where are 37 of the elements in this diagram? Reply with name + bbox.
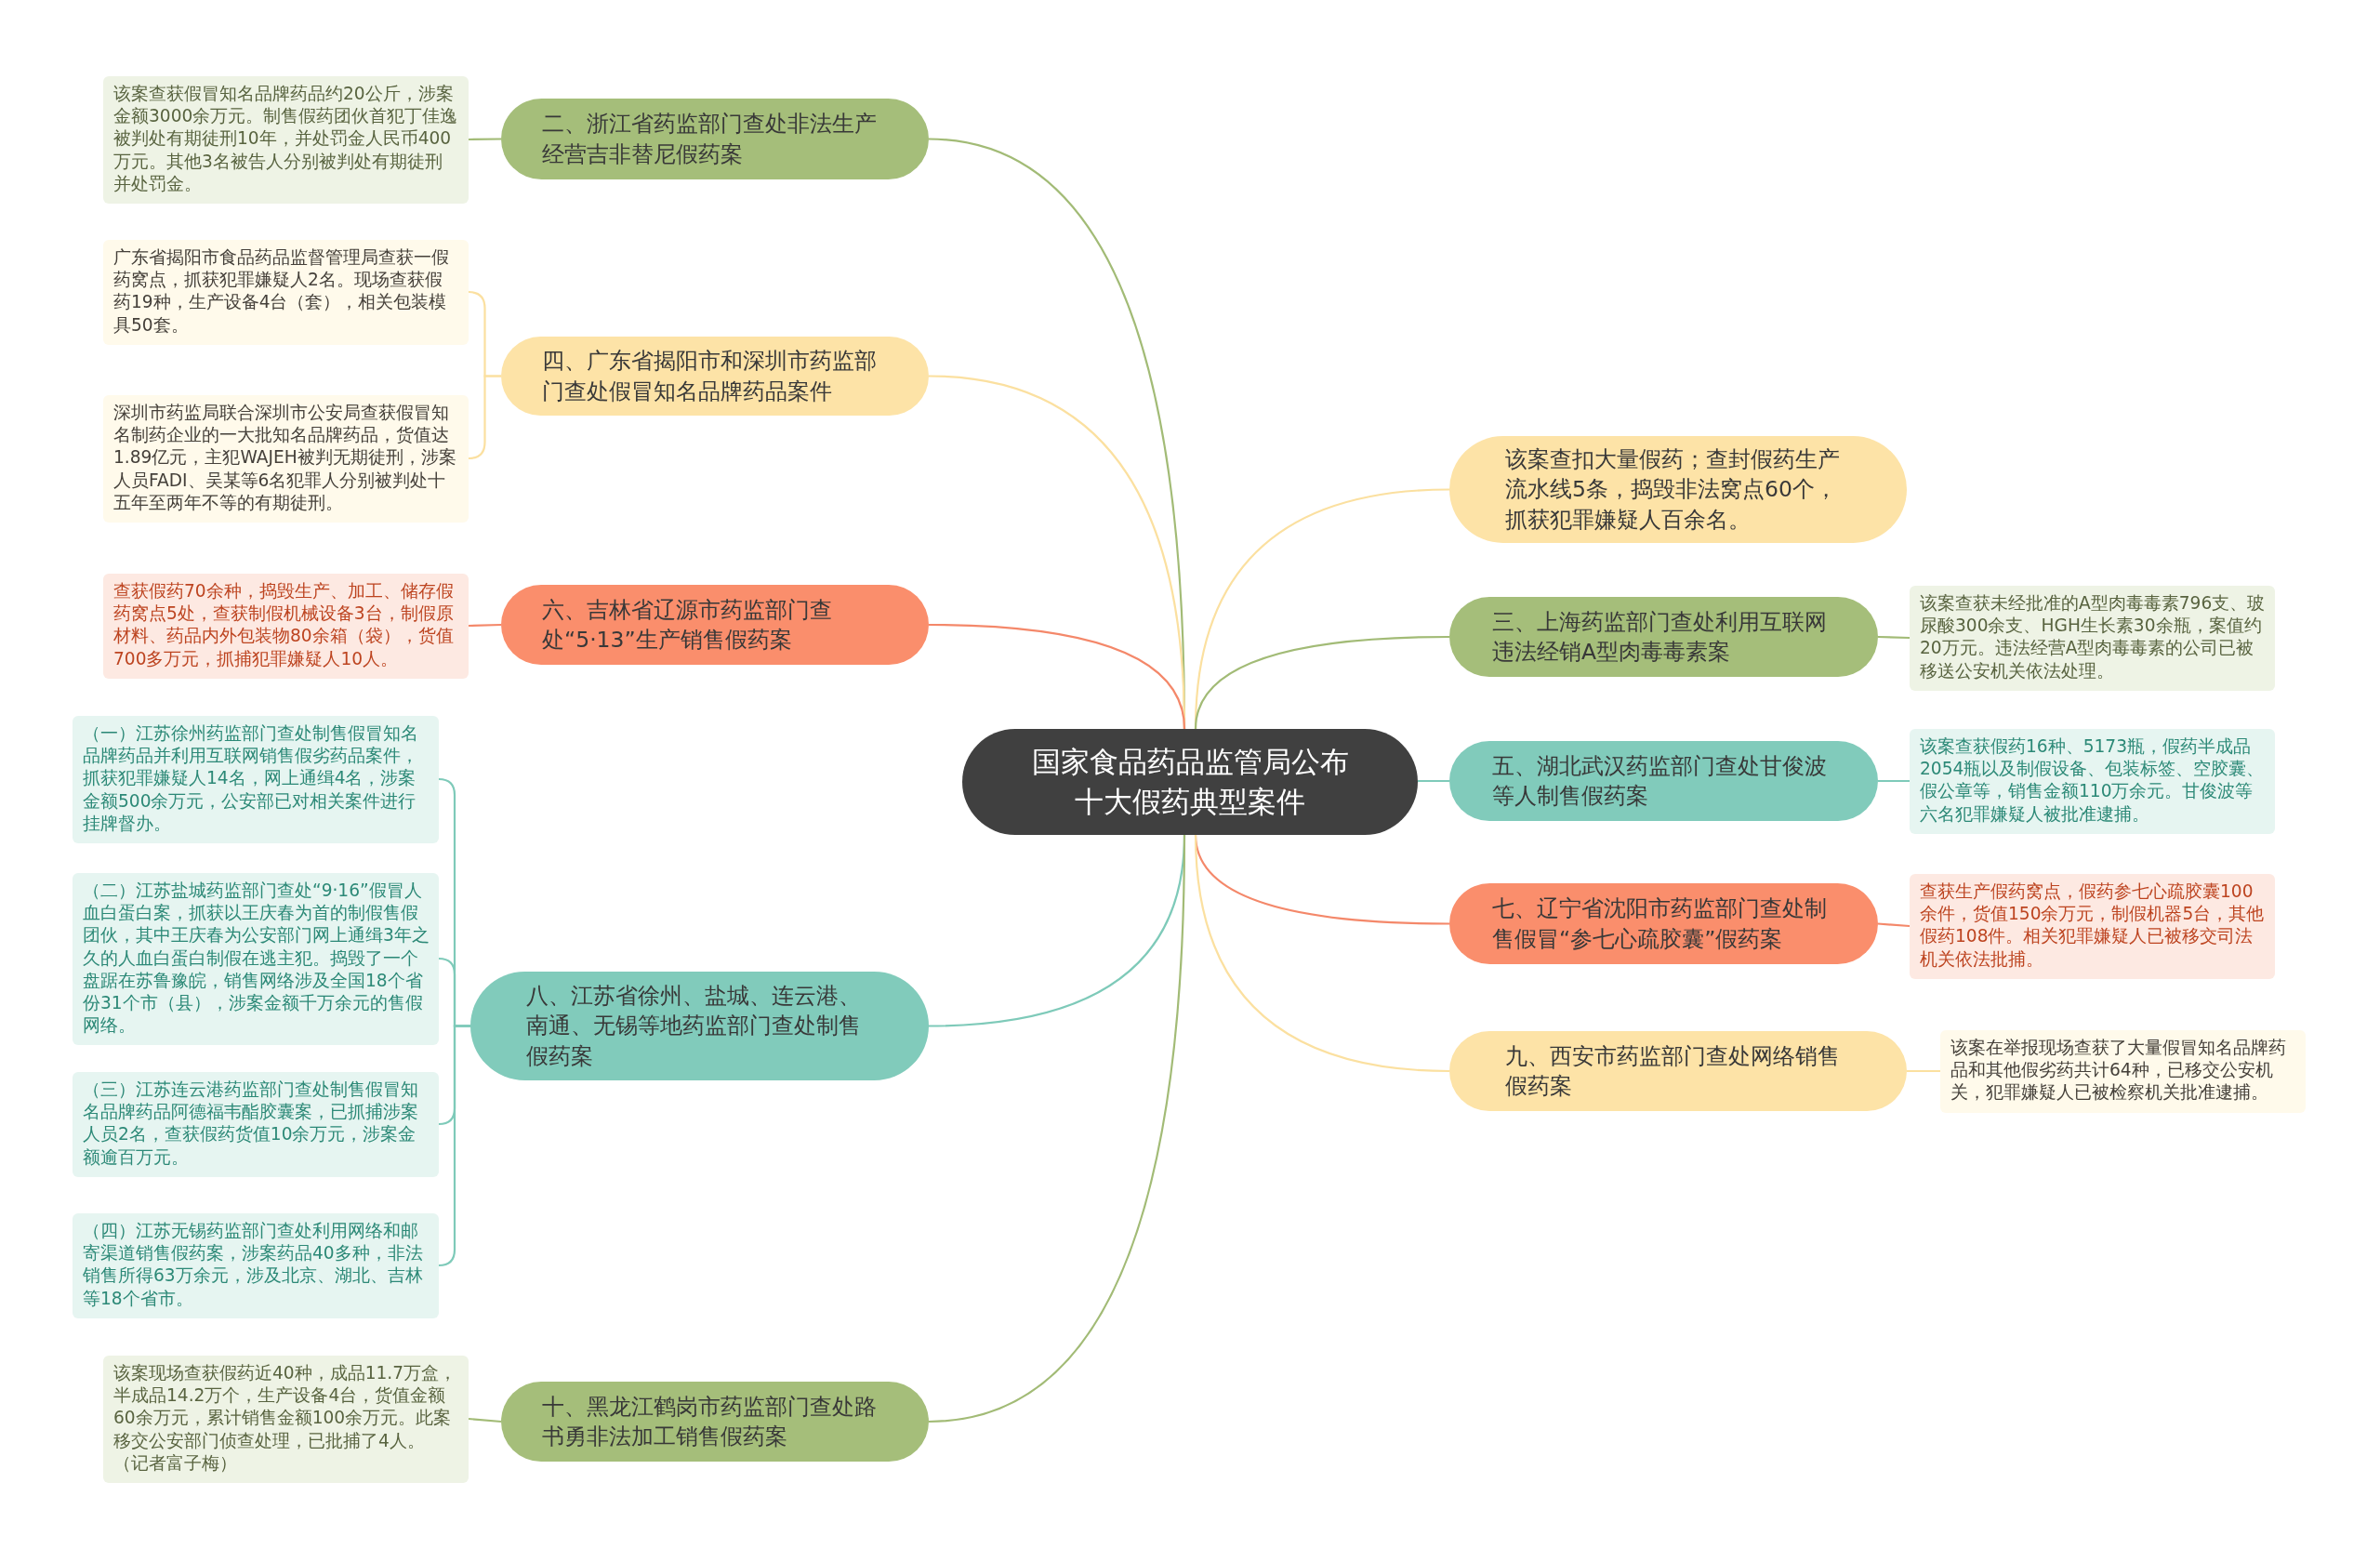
connector-line [1418,779,1449,783]
topic-box: 四、广东省揭阳市和深圳市药监部门查处假冒知名品牌药品案件 [501,337,929,416]
connector-line [1194,834,1450,1073]
note-box: （二）江苏盐城药监部门查处“9·16”假冒人血白蛋白案，抓获以王庆春为首的制假售假团伙，其中王庆春为公安部门网上通缉3年之久的人血白蛋白制假在逃主犯。捣毁了一个盘踞在苏鲁豫皖，销售网络涉及全国18个省份31个市（县），涉案金额千万余元的售假网络。 [73,873,439,1046]
topic-box: 六、吉林省辽源市药监部门查处“5·13”生产销售假药案 [501,585,929,665]
note-box: 该案查获假冒知名品牌药品约20公斤，涉案金额3000余万元。制售假药团伙首犯丁佳逸被判处有期徒刑10年，并处罚金人民币400万元。其他3名被告人分别被判处有期徒刑并处罚金。 [103,76,469,204]
connector-line [438,1025,470,1267]
connector-line [929,623,1186,730]
connector-line [928,834,1186,1423]
note-box: （三）江苏连云港药监部门查处制售假冒知名品牌药品阿德福韦酯胶囊案，已抓捕涉案人员2名，查获假药货值10余万元，涉案金额逾百万元。 [73,1072,439,1177]
central-topic-box: 国家食品药品监管局公布十大假药典型案件 [962,729,1418,835]
note-box: 该案查获假药16种、5173瓶，假药半成品2054瓶以及制假设备、包装标签、空胶囊、假公章等，销售金额110万余元。甘俊波等六名犯罪嫌疑人被批准逮捕。 [1910,729,2275,834]
note-box: 查获生产假药窝点，假药参七心疏胶囊100余件，货值150余万元，制假机器5台，其他假药108件。相关犯罪嫌疑人已被移交司法机关依法批捕。 [1910,874,2275,979]
note-box: （四）江苏无锡药监部门查处利用网络和邮寄渠道销售假药案，涉案药品40多种，非法销售所得63万余元，涉及北京、湖北、吉林等18个省市。 [73,1213,439,1318]
topic-box: 二、浙江省药监部门查处非法生产经营吉非替尼假药案 [501,99,929,179]
note-box: 查获假药70余种，捣毁生产、加工、储存假药窝点5处，查获制假机械设备3台，制假原材料、药品内外包装物80余箱（袋），货值700多万元，抓捕犯罪嫌疑人10人。 [103,574,469,679]
topic-box: 十、黑龙江鹤岗市药监部门查处路书勇非法加工销售假药案 [501,1382,929,1462]
connector-line [1878,779,1910,783]
topic-box: 九、西安市药监部门查处网络销售假药案 [1449,1031,1907,1111]
note-box: 深圳市药监局联合深圳市公安局查获假冒知名制药企业的一大批知名品牌药品，货值达1.89亿元，主犯WAJEH被判无期徒刑，涉案人员FADI、吴某等6名犯罪人分别被判处十五年至两年不等的有期徒刑。 [103,395,469,523]
topic-box: 八、江苏省徐州、盐城、连云港、南通、无锡等地药监部门查处制售假药案 [470,972,929,1080]
note-box: 该案查获未经批准的A型肉毒毒素796支、玻尿酸300余支、HGH生长素30余瓶，案值约20万元。违法经营A型肉毒毒素的公司已被移送公安机关依法处理。 [1910,586,2275,691]
connector-line [468,623,502,628]
note-box: 该案在举报现场查获了大量假冒知名品牌药品和其他假劣药共计64种，已移交公安机关，犯罪嫌疑人已被检察机关批准逮捕。 [1940,1030,2306,1113]
connector-line [1877,922,1911,928]
note-box: 广东省揭阳市食品药品监督管理局查获一假药窝点，抓获犯罪嫌疑人2名。现场查获假药19种，生产设备4台（套），相关包装模具50套。 [103,240,469,345]
connector-line [1907,1069,1940,1073]
note-box: 该案现场查获假药近40种，成品11.7万盒，半成品14.2万个，生产设备4台，货值金额60余万元，累计销售金额100余万元。此案移交公安部门侦查处理，已批捕了4人。（记者富子梅） [103,1356,469,1483]
note-box: （一）江苏徐州药监部门查处制售假冒知名品牌药品并利用互联网销售假劣药品案件，抓获犯罪嫌疑人14名，网上通缉4名，涉案金额500余万元，公安部已对相关案件进行挂牌督办。 [73,716,439,843]
topic-box: 三、上海药监部门查处利用互联网违法经销A型肉毒毒素案 [1449,597,1878,677]
topic-box: 五、湖北武汉药监部门查处甘俊波等人制售假药案 [1449,741,1878,821]
connector-line [1877,635,1911,640]
topic-box: 该案查扣大量假药；查封假药生产流水线5条，捣毁非法窝点60个，抓获犯罪嫌疑人百余名。 [1449,436,1907,543]
connector-line [469,138,501,141]
connector-line [468,1417,502,1423]
connector-line [1194,635,1449,730]
topic-box: 七、辽宁省沈阳市药监部门查处制售假冒“参七心疏胶囊”假药案 [1449,883,1878,964]
